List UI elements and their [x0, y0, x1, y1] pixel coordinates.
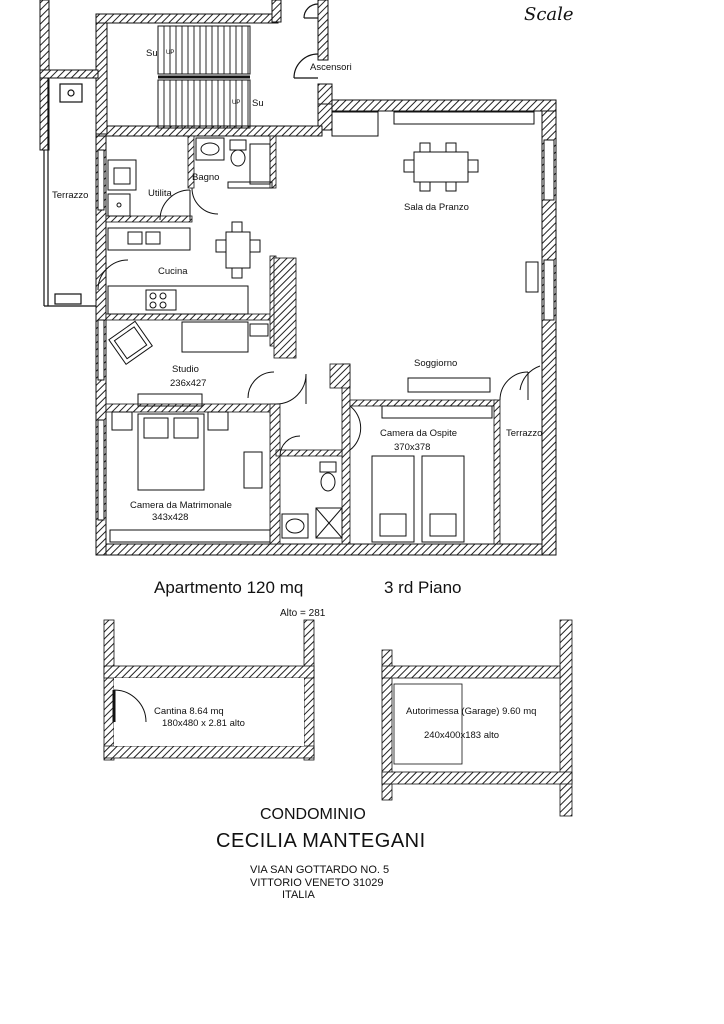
interior-walls	[105, 135, 501, 545]
stair-treads	[163, 26, 249, 128]
label-su-2: Su	[252, 98, 264, 109]
right-terrace	[499, 371, 529, 401]
label-utilita: Utilita	[148, 188, 172, 199]
label-cantina-2: 180x480 x 2.81 alto	[162, 718, 245, 729]
kitchen-fixtures	[97, 221, 261, 315]
exterior-walls	[39, 0, 557, 556]
label-sala-da-pranzo: Sala da Pranzo	[404, 202, 469, 213]
height-label: Alto = 281	[280, 608, 326, 619]
building-name: CECILIA MANTEGANI	[216, 830, 426, 852]
address-street: VIA SAN GOTTARDO NO. 5	[250, 864, 390, 876]
label-up-1: UP	[166, 50, 174, 56]
address-city: VITTORIO VENETO 31029	[250, 877, 384, 889]
label-garage-1: Autorimessa (Garage) 9.60 mq	[406, 706, 536, 717]
stairwell	[157, 25, 251, 129]
windows	[97, 111, 555, 521]
label-studio-dims: 236x427	[170, 378, 206, 389]
corridor-bath-fixtures	[275, 373, 343, 539]
elevator	[293, 3, 319, 79]
label-camera-matrimonale: Camera da Matrimonale	[130, 500, 232, 511]
guest-room-fixtures	[349, 405, 493, 543]
studio-fixtures	[108, 320, 275, 407]
label-studio: Studio	[172, 364, 199, 375]
label-cucina: Cucina	[158, 266, 188, 277]
utility-fixtures	[107, 159, 191, 221]
left-terrace	[43, 78, 96, 307]
cantina-plan: Cantina 8.64 mq 180x480 x 2.81 alto	[103, 619, 315, 761]
label-garage-2: 240x400x183 alto	[424, 730, 499, 741]
apartment-summary: Apartmento 120 mq	[154, 578, 304, 597]
bathroom-fixtures	[191, 137, 273, 215]
label-bagno: Bagno	[192, 172, 219, 183]
label-ascensori: Ascensori	[310, 62, 352, 73]
living-fixtures	[403, 142, 541, 393]
floor-label: 3 rd Piano	[384, 578, 462, 597]
address-country: ITALIA	[282, 889, 315, 901]
label-terrazzo-left: Terrazzo	[52, 190, 88, 201]
room-labels: Terrazzo Ascensori Su UP Su UP Bagno Uti…	[52, 48, 542, 523]
label-up-2: UP	[232, 100, 240, 106]
label-soggiorno: Soggiorno	[414, 358, 457, 369]
label-cantina-1: Cantina 8.64 mq	[154, 706, 224, 717]
label-camera-ospite-dims: 370x378	[394, 442, 430, 453]
label-camera-matrimonale-dims: 343x428	[152, 512, 188, 523]
label-terrazzo-right: Terrazzo	[506, 428, 542, 439]
label-camera-ospite: Camera da Ospite	[380, 428, 457, 439]
master-bedroom-fixtures	[109, 411, 271, 543]
condominio-label: CONDOMINIO	[260, 806, 366, 823]
handwritten-scale-note: Scale	[524, 4, 574, 25]
garage-plan: Autorimessa (Garage) 9.60 mq 240x400x183…	[381, 619, 573, 817]
label-su-1: Su	[146, 48, 158, 59]
